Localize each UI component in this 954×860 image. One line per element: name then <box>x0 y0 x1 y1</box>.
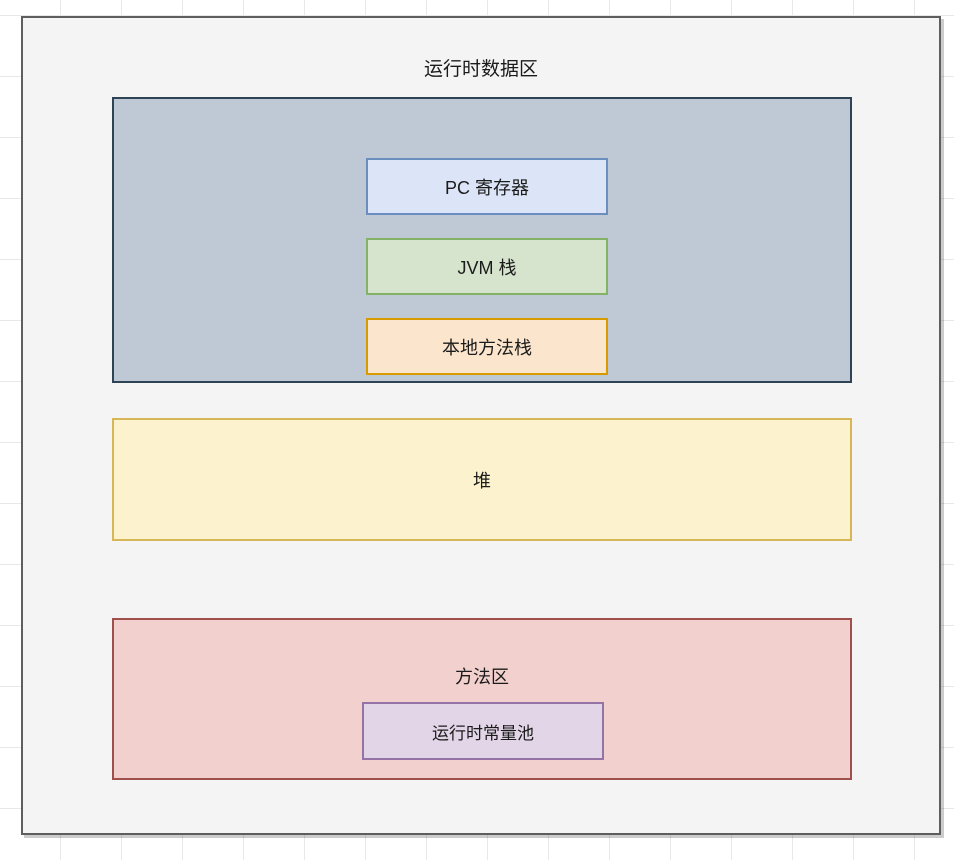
runtime-data-area-container[interactable]: 运行时数据区 PC 寄存器 JVM 栈 本地方法栈 堆 方法区 运行时常量池 <box>21 16 941 835</box>
method-area-box[interactable]: 方法区 运行时常量池 <box>112 618 852 780</box>
runtime-data-area-title: 运行时数据区 <box>423 59 538 80</box>
runtime-constant-pool-label: 运行时常量池 <box>432 723 534 743</box>
native-method-stack-label: 本地方法栈 <box>442 337 532 358</box>
pc-register-label: PC 寄存器 <box>444 177 529 198</box>
heap-label: 堆 <box>473 470 491 491</box>
jvm-stack-label: JVM 栈 <box>457 257 517 278</box>
jvm-stack-box[interactable]: JVM 栈 <box>366 238 608 295</box>
heap-box[interactable]: 堆 <box>112 418 852 541</box>
thread-private-area-container[interactable]: PC 寄存器 JVM 栈 本地方法栈 <box>112 97 852 383</box>
method-area-label: 方法区 <box>455 667 509 687</box>
pc-register-box[interactable]: PC 寄存器 <box>366 158 608 215</box>
native-method-stack-box[interactable]: 本地方法栈 <box>366 318 608 375</box>
runtime-constant-pool-box[interactable]: 运行时常量池 <box>362 702 604 760</box>
